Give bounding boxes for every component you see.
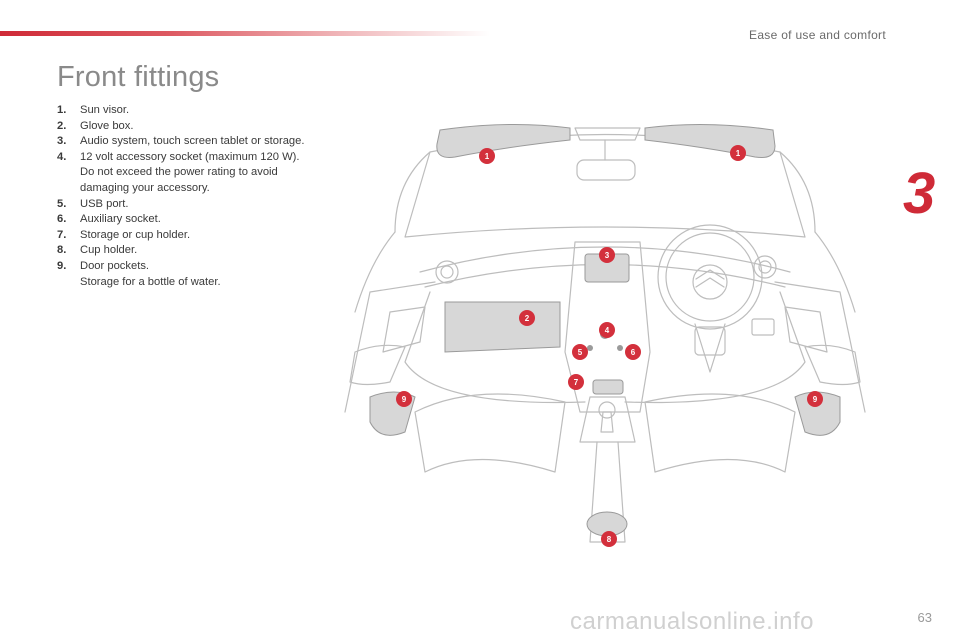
sun-visor-left <box>436 123 571 158</box>
callout-badge: 8 <box>601 531 617 547</box>
center-console <box>564 241 651 413</box>
left-air-vent <box>435 260 459 284</box>
item-text: Sun visor. <box>80 104 130 116</box>
item-text: Storage or cup holder. <box>80 228 191 241</box>
list-item: 2. Glove box. <box>57 119 307 135</box>
page-title: Front fittings <box>57 61 220 93</box>
list-item: 7. Storage or cup holder. <box>57 228 307 244</box>
item-note: Storage for a bottle of water. <box>80 275 221 288</box>
callout-badge: 2 <box>519 310 535 326</box>
item-text: 12 volt accessory socket (maximum 120 W)… <box>80 150 300 163</box>
callout-badge: 1 <box>730 145 746 161</box>
list-item: 9. Door pockets. Storage for a bottle of w… <box>57 259 307 290</box>
callout-label: 1 <box>736 149 741 158</box>
list-item: 6. Auxiliary socket. <box>57 212 307 228</box>
auxiliary-socket <box>617 345 623 351</box>
item-note: Do not exceed the power rating to avoid … <box>80 166 278 194</box>
diagram-callouts: 1 1 2 3 4 5 6 7 <box>396 145 823 547</box>
callout-badge: 9 <box>396 391 412 407</box>
item-text: Auxiliary socket. <box>80 213 161 226</box>
callout-badge: 3 <box>599 247 615 263</box>
gear-lever-surround <box>579 396 636 443</box>
callout-label: 1 <box>485 152 490 161</box>
dashboard-top <box>419 246 791 273</box>
page-number: 63 <box>917 610 932 625</box>
header-accent-bar <box>0 31 490 36</box>
item-number: 5. <box>57 197 67 210</box>
callout-label: 9 <box>813 395 818 404</box>
sun-visor-right <box>644 123 776 158</box>
watermark: carmanualsonline.info <box>570 608 814 635</box>
item-number: 7. <box>57 228 67 241</box>
callout-label: 4 <box>605 326 610 335</box>
left-seat <box>414 393 566 473</box>
callout-label: 5 <box>578 348 583 357</box>
callout-badge: 6 <box>625 344 641 360</box>
item-number: 1. <box>57 104 67 116</box>
section-title: Ease of use and comfort <box>749 28 886 42</box>
steering-column <box>694 326 726 356</box>
glove-box <box>444 301 561 353</box>
usb-port <box>587 345 593 351</box>
callout-label: 8 <box>607 535 612 544</box>
item-number: 6. <box>57 213 67 226</box>
list-item: 1. Sun visor. <box>57 103 307 119</box>
list-item: 8. Cup holder. <box>57 243 307 259</box>
list-item: 3. Audio system, touch screen tablet or s… <box>57 134 307 150</box>
right-seat <box>644 393 796 473</box>
callout-badge: 1 <box>479 148 495 164</box>
callout-label: 3 <box>605 251 610 260</box>
list-item: 5. USB port. <box>57 197 307 213</box>
callout-badge: 5 <box>572 344 588 360</box>
callout-badge: 7 <box>568 374 584 390</box>
item-number: 2. <box>57 119 67 132</box>
steering-wheel <box>657 224 763 330</box>
dashboard-illustration: 1 1 2 3 4 5 6 7 <box>344 123 866 547</box>
item-text: USB port. <box>80 197 129 210</box>
item-text: Cup holder. <box>80 244 138 257</box>
fittings-list: 1. Sun visor. 2. Glove box. 3. Audio system… <box>57 103 307 290</box>
chapter-number: 3 <box>903 161 936 226</box>
item-text: Glove box. <box>80 119 134 132</box>
rear-view-mirror <box>576 159 636 181</box>
item-text: Door pockets. <box>80 259 150 272</box>
callout-label: 6 <box>631 348 636 357</box>
door-pocket-right <box>794 391 841 436</box>
callout-label: 2 <box>525 314 530 323</box>
callout-badge: 9 <box>807 391 823 407</box>
callout-badge: 4 <box>599 322 615 338</box>
item-number: 8. <box>57 244 67 257</box>
callout-label: 9 <box>402 395 407 404</box>
item-number: 9. <box>57 259 67 272</box>
storage-tray <box>592 379 624 395</box>
item-text: Audio system, touch screen tablet or sto… <box>80 135 305 148</box>
callout-label: 7 <box>574 378 579 387</box>
list-item: 4. 12 volt accessory socket (maximum 120 … <box>57 150 307 197</box>
item-number: 4. <box>57 150 67 163</box>
item-number: 3. <box>57 135 67 148</box>
roof-console <box>574 127 641 141</box>
right-air-vent <box>753 255 777 279</box>
